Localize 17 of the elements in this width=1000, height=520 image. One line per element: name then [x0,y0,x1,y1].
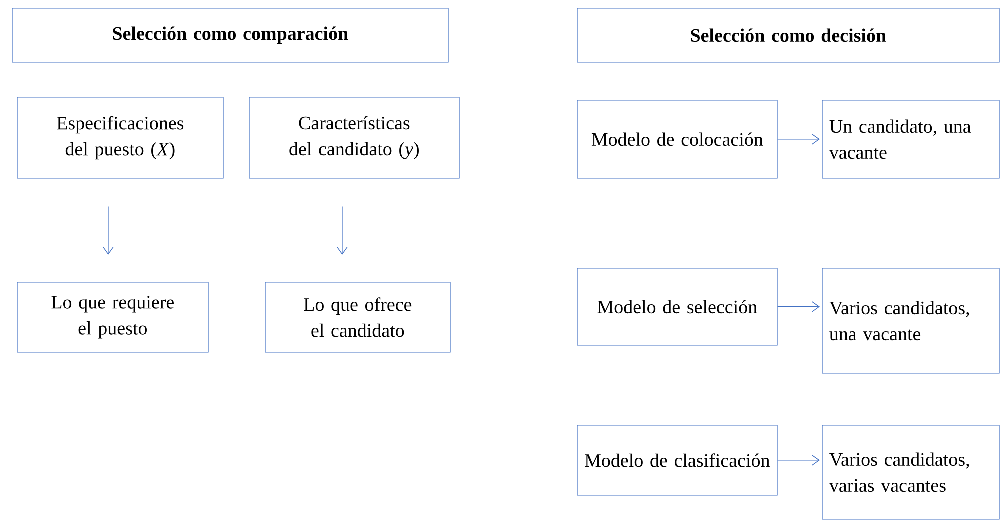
process-box: Un candidato, una vacante [822,100,1000,179]
arrow [337,206,348,255]
process-box: Lo que ofrece el candidato [265,282,451,353]
process-box: Especificaciones del puesto (X) [17,97,224,179]
arrow [777,302,820,312]
process-box: Varios candidatos, una vacante [822,268,1000,374]
arrow [103,206,114,255]
process-box: Lo que requiere el puesto [17,282,209,353]
heading-box: Selección como decisión [577,8,1000,63]
process-box: Varios candidatos, varias vacantes [822,425,1000,520]
arrow [777,455,820,466]
process-box: Características del candidato (y) [249,97,460,179]
arrow [777,134,820,145]
heading-box: Selección como comparación [12,8,449,63]
process-box: Modelo de clasificación [577,425,778,496]
process-box: Modelo de selección [577,268,778,346]
process-box: Modelo de colocación [577,100,778,179]
